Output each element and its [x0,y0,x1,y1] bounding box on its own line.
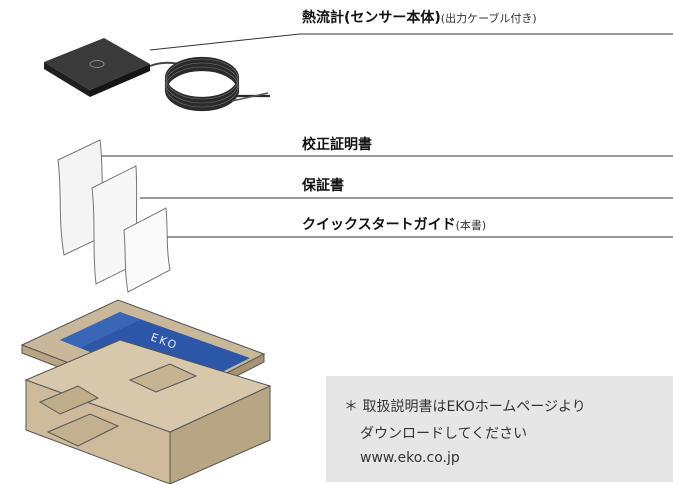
calibration-certificate-label: 校正証明書 [302,134,372,154]
product-box-image [20,299,272,484]
documents-image [57,139,171,293]
quick-start-guide-label-sub: (本書) [455,219,487,232]
sensor-label: 熱流計(センサー本体)(出力ケーブル付き) [302,7,537,27]
quick-start-guide-label: クイックスタートガイド(本書) [302,214,486,234]
note-line-2: ダウンロードしてください [360,426,528,442]
warranty-label: 保証書 [302,175,344,195]
note-line-1: ＊ 取扱説明書はEKOホームページより [344,399,586,415]
download-note-box: ＊ 取扱説明書はEKOホームページより ダウンロードしてください www.eko… [326,376,673,482]
calibration-certificate-label-main: 校正証明書 [302,137,372,153]
website-url: www.eko.co.jp [360,450,460,466]
quick-start-guide-label-main: クイックスタートガイド [302,217,456,233]
heat-flux-sensor-image [44,38,270,112]
warranty-label-main: 保証書 [302,178,344,194]
sensor-label-sub: (出力ケーブル付き) [440,12,537,25]
sensor-label-main: 熱流計(センサー本体) [302,10,441,26]
leader-line-sensor [149,33,301,51]
